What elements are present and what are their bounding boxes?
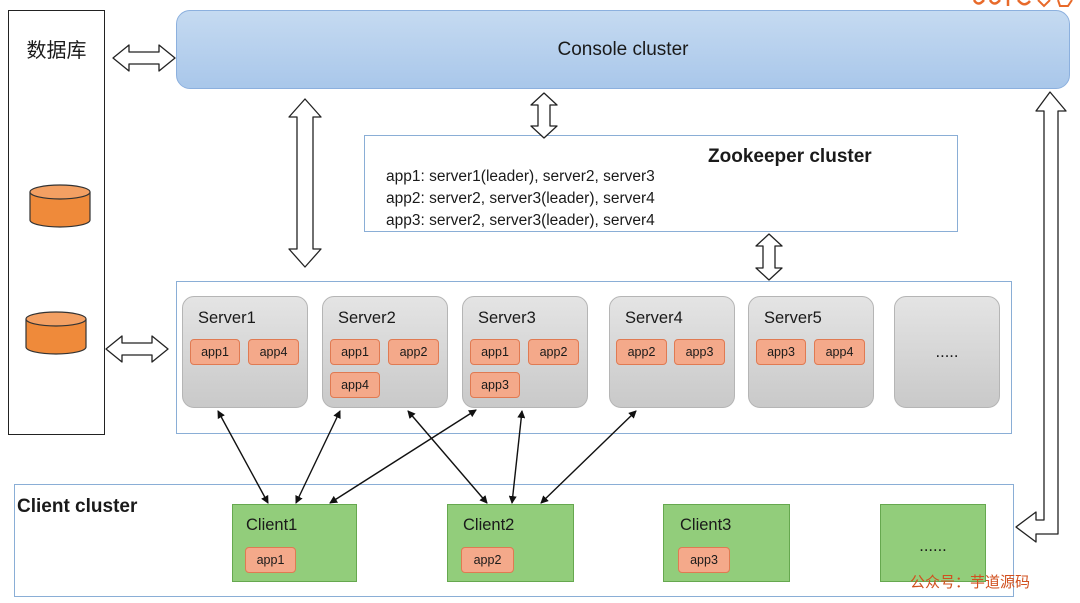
double-arrow-icon [112,44,176,72]
database-cylinder-icon [29,184,91,228]
app-tag: app4 [248,339,299,365]
connection-line [295,410,341,504]
app-tag: app2 [388,339,439,365]
client-cluster-title: Client cluster [17,496,138,517]
client-node-more [880,504,986,582]
zookeeper-assignment: app3: server2, server3(leader), server4 [386,212,655,229]
app-tag: app1 [330,339,380,365]
app-tag: app2 [528,339,579,365]
database-title: 数据库 [26,38,87,62]
double-arrow-icon [105,335,169,363]
connection-line [508,410,526,504]
client-name: Client3 [680,516,732,534]
double-arrow-icon [530,92,558,139]
server-name: Server5 [764,309,822,327]
server-ellipsis: ..... [935,343,959,361]
bent-double-arrow-icon [1015,91,1067,543]
double-arrow-icon [288,98,322,268]
server-node-more [894,296,1000,408]
database-cylinder-icon [25,311,87,355]
app-tag: app3 [470,372,520,398]
app-tag: app3 [756,339,806,365]
app-tag: app4 [814,339,865,365]
double-arrow-icon [755,233,783,281]
connection-line [217,410,269,504]
app-tag: app2 [616,339,667,365]
app-tag: app4 [330,372,380,398]
connection-line [540,410,637,504]
server-name: Server3 [478,309,536,327]
server-name: Server4 [625,309,683,327]
app-tag: app1 [470,339,520,365]
server-name: Server2 [338,309,396,327]
logo-icon [972,0,1073,8]
zookeeper-assignment: app2: server2, server3(leader), server4 [386,190,655,207]
connection-line [329,409,477,504]
app-tag: app2 [461,547,514,573]
app-tag: app3 [674,339,725,365]
app-tag: app3 [678,547,730,573]
client-name: Client1 [246,516,298,534]
client-ellipsis: ...... [919,537,947,555]
app-tag: app1 [190,339,240,365]
app-tag: app1 [245,547,296,573]
client-name: Client2 [463,516,515,534]
zookeeper-assignment: app1: server1(leader), server2, server3 [386,168,655,185]
zookeeper-cluster-title: Zookeeper cluster [708,146,872,167]
console-cluster: Console cluster [176,10,1070,89]
zookeeper-cluster [364,135,958,232]
watermark: 公众号：芋道源码 [910,573,1031,591]
console-cluster-label: Console cluster [557,38,689,60]
connection-line [407,410,488,504]
server-name: Server1 [198,309,256,327]
